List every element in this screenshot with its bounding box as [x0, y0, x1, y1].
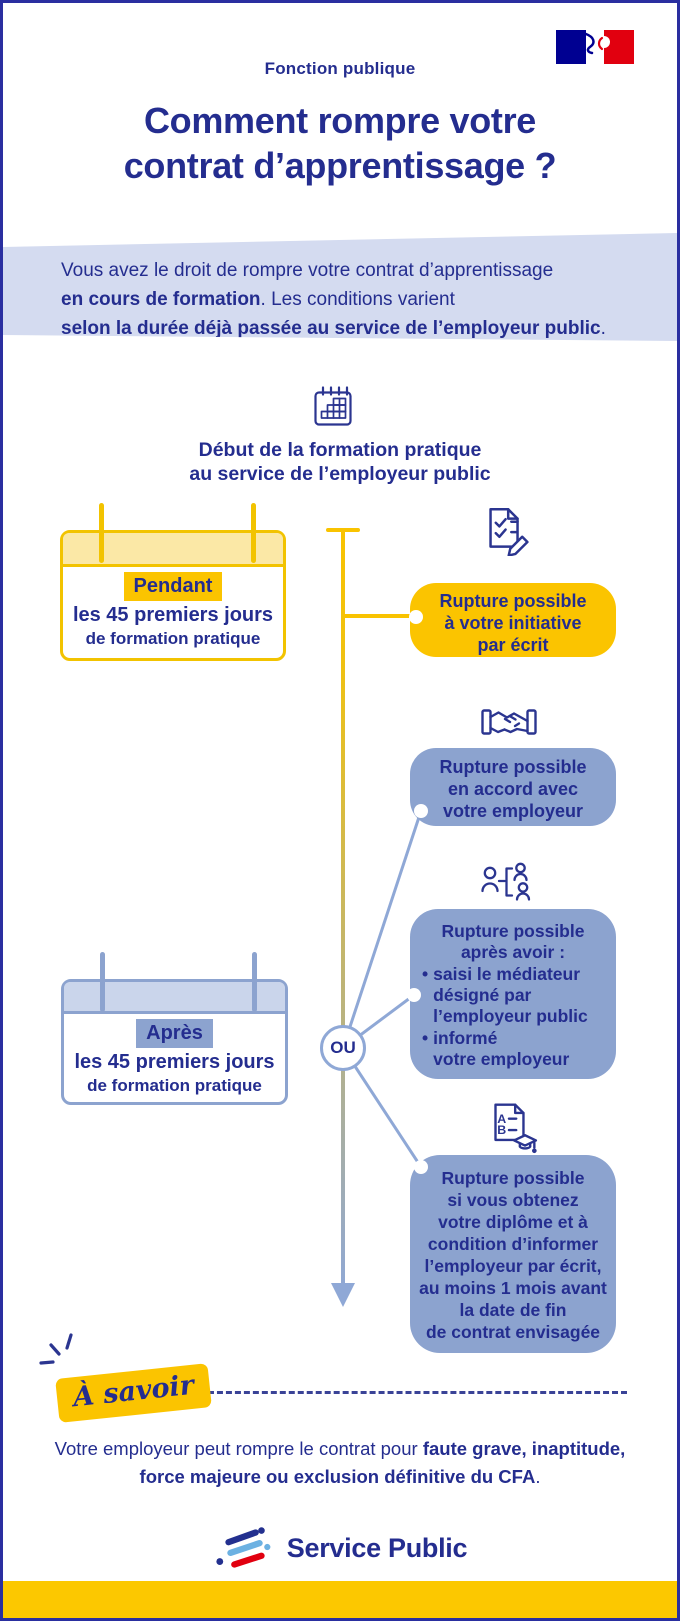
period-pendant-text: Pendant les 45 premiers jours de formati…	[63, 567, 283, 649]
intro-band: Vous avez le droit de rompre votre contr…	[3, 233, 677, 341]
note-normal: Votre employeur peut rompre le contrat p…	[54, 1438, 423, 1459]
mediator-people-icon	[481, 862, 531, 901]
outcome-mediateur-title: Rupture possible après avoir :	[441, 921, 585, 963]
diploma-grades-icon: A B	[494, 1103, 538, 1154]
outcome-card-mediateur: Rupture possible après avoir : • saisi l…	[407, 909, 616, 1079]
period-apres-highlight: Après	[136, 1019, 213, 1048]
or-label: OU	[330, 1038, 356, 1057]
dashed-divider	[199, 1391, 627, 1394]
calendar-ring-icon	[251, 503, 256, 563]
period-pendant-line2: de formation pratique	[85, 629, 261, 648]
service-public-mark-icon	[216, 1527, 271, 1568]
connector-dot	[414, 804, 428, 818]
connector-dot	[407, 988, 421, 1002]
svg-text:B: B	[497, 1123, 506, 1137]
outcome-card-accord: Rupture possible en accord avec votre em…	[410, 748, 616, 826]
note-text: Votre employeur peut rompre le contrat p…	[43, 1435, 637, 1491]
period-apres-line2: de formation pratique	[87, 1076, 262, 1095]
note-end: .	[535, 1465, 541, 1487]
bullet-marker: •	[422, 1027, 429, 1048]
bullet-item: • informé votre employeur	[422, 1028, 610, 1071]
page-title: Comment rompre votre contrat d’apprentis…	[123, 100, 557, 186]
period-apres-line1: les 45 premiers jours	[74, 1051, 275, 1073]
a-savoir-label: À savoir	[71, 1369, 196, 1414]
sparkle-rays-icon	[39, 1333, 73, 1365]
note-bold: faute grave, inaptitude, force majeure o…	[139, 1438, 626, 1487]
intro-text: Vous avez le droit de rompre votre contr…	[61, 257, 606, 341]
document-check-pencil-icon	[489, 508, 529, 556]
outcome-card-initiative: Rupture possible à votre initiative par …	[409, 583, 616, 657]
bullet-item: • saisi le médiateur désigné par l’emplo…	[422, 964, 610, 1028]
period-apres-text: Après les 45 premiers jours de formation…	[64, 1014, 285, 1096]
connector-dot	[414, 1160, 428, 1174]
intro-line1: Vous avez le droit de rompre votre contr…	[61, 260, 554, 281]
calendar-ring-icon	[99, 503, 104, 563]
outcome-accord-text: Rupture possible en accord avec votre em…	[439, 757, 587, 822]
period-pendant-highlight: Pendant	[123, 572, 223, 601]
or-junction-badge: OU	[320, 1025, 366, 1071]
calendar-icon	[314, 386, 352, 426]
french-government-flag-icon	[556, 30, 634, 64]
intro-line2-bold: en cours de formation	[61, 288, 261, 310]
calendar-ring-icon	[100, 952, 105, 1012]
handshake-icon	[481, 709, 537, 735]
eyebrow-label: Fonction publique	[264, 59, 416, 78]
svg-text:A: A	[497, 1112, 506, 1126]
bullet-text: saisi le médiateur désigné par l’employe…	[433, 963, 588, 1027]
bullet-text: informé votre employeur	[433, 1027, 570, 1070]
intro-line3-rest: .	[600, 317, 606, 339]
intro-line3-bold: selon la durée déjà passée au service de…	[61, 317, 601, 339]
connector-dot	[409, 610, 423, 624]
bullet-marker: •	[422, 963, 429, 984]
calendar-header-band	[63, 533, 283, 567]
period-pendant-line1: les 45 premiers jours	[72, 604, 274, 626]
outcome-mediateur-bullets: • saisi le médiateur désigné par l’emplo…	[410, 964, 616, 1071]
period-pendant-card: Pendant les 45 premiers jours de formati…	[60, 503, 286, 661]
footer-yellow-bar	[3, 1581, 677, 1618]
intro-line2-rest: . Les conditions varient	[260, 288, 455, 310]
timeline-start-label: Début de la formation pratique au servic…	[189, 439, 491, 485]
outcome-initiative-text: Rupture possible à votre initiative par …	[439, 591, 587, 656]
service-public-label: Service Public	[286, 1532, 468, 1563]
service-public-logo: Service Public	[3, 1521, 677, 1575]
outcome-diplome-text: Rupture possible si vous obtenez votre d…	[419, 1168, 607, 1343]
period-apres-card: Après les 45 premiers jours de formation…	[61, 952, 288, 1105]
outcome-card-diplome: Rupture possible si vous obtenez votre d…	[410, 1155, 616, 1353]
calendar-ring-icon	[252, 952, 257, 1012]
